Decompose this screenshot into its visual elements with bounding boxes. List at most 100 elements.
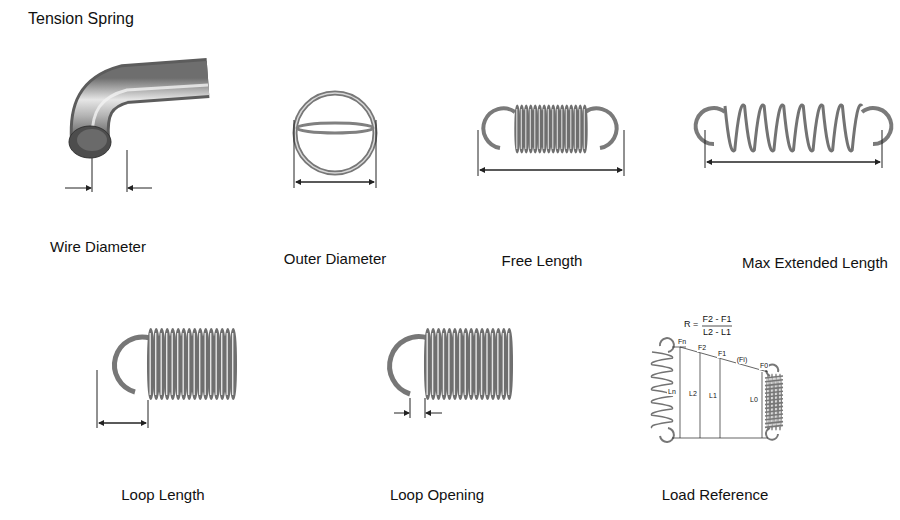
caption-label: Outer Diameter xyxy=(284,251,387,268)
coil-windings xyxy=(475,333,476,395)
caption-label: Max Extended Length xyxy=(742,255,888,272)
coil-windings xyxy=(165,330,169,398)
diagram-label: L1 xyxy=(708,392,718,400)
coil-windings xyxy=(481,333,482,395)
coil-windings xyxy=(442,330,445,398)
coil-windings xyxy=(231,330,235,398)
coil-windings xyxy=(154,330,158,398)
coil-windings xyxy=(765,395,783,397)
coil-windings xyxy=(530,109,531,149)
coil-windings xyxy=(508,330,511,398)
coil-windings xyxy=(765,410,783,412)
coil-windings xyxy=(204,333,205,395)
coil-windings xyxy=(520,106,523,152)
coil-windings xyxy=(539,109,540,149)
diagram-label: L2 xyxy=(688,390,698,398)
diagram-label: Fn xyxy=(677,338,687,346)
diagram-label: F2 - F1 xyxy=(701,315,732,325)
coil-windings xyxy=(454,333,455,395)
coil-windings xyxy=(543,109,544,149)
diagram-label: F0 xyxy=(759,362,769,370)
coil-windings xyxy=(497,330,500,398)
coil-windings xyxy=(204,330,208,398)
coil-windings xyxy=(431,330,434,398)
coil-windings xyxy=(765,380,783,382)
coil-windings xyxy=(149,333,150,395)
coil-windings xyxy=(182,333,183,395)
coil-windings xyxy=(583,106,586,152)
coil-windings xyxy=(529,106,532,152)
coil-windings xyxy=(566,109,567,149)
coil-windings xyxy=(215,330,219,398)
caption-label: Wire Diameter xyxy=(50,239,146,256)
coil-windings xyxy=(765,418,783,420)
coil-windings xyxy=(210,333,211,395)
coil-windings xyxy=(765,406,783,408)
coil-windings xyxy=(497,333,498,395)
coil-windings xyxy=(765,414,783,416)
coil-windings xyxy=(193,330,197,398)
coil-windings xyxy=(771,374,774,430)
coil-windings xyxy=(469,330,472,398)
coil-windings xyxy=(561,109,562,149)
coil-windings xyxy=(534,106,537,152)
coil-windings xyxy=(209,330,213,398)
coil-windings xyxy=(765,403,783,405)
coil-windings xyxy=(160,333,161,395)
coil-windings xyxy=(187,330,191,398)
coil-windings xyxy=(464,330,467,398)
coil-windings xyxy=(548,109,549,149)
coil-windings xyxy=(226,333,227,395)
coil-windings xyxy=(155,333,156,395)
coil-windings xyxy=(432,333,433,395)
coil-windings xyxy=(765,422,783,424)
coil-windings xyxy=(491,330,494,398)
diagram-label: F1 xyxy=(717,350,727,358)
coil-windings xyxy=(557,109,558,149)
caption-label: Tension Spring xyxy=(28,10,134,28)
coil-windings xyxy=(193,333,194,395)
coil-windings xyxy=(448,330,451,398)
coil-windings xyxy=(525,109,526,149)
coil-windings xyxy=(584,109,585,149)
caption-label: Free Length xyxy=(502,253,583,270)
coil-windings xyxy=(198,330,202,398)
coil-windings xyxy=(470,333,471,395)
coil-windings xyxy=(232,333,233,395)
coil-windings xyxy=(561,106,564,152)
coil-windings xyxy=(552,109,553,149)
coil-windings xyxy=(177,333,178,395)
coil-windings xyxy=(437,330,440,398)
coil-windings xyxy=(199,333,200,395)
coil-windings xyxy=(570,109,571,149)
coil-windings xyxy=(516,106,519,152)
coil-windings xyxy=(171,333,172,395)
coil-windings xyxy=(765,399,783,401)
caption-label: Loop Length xyxy=(121,487,204,504)
coil-windings xyxy=(480,330,483,398)
coil-windings xyxy=(502,330,505,398)
coil-windings xyxy=(765,376,783,378)
coil-windings xyxy=(226,330,230,398)
coil-windings xyxy=(575,109,576,149)
coil-windings xyxy=(565,106,568,152)
coil-windings xyxy=(188,333,189,395)
caption-label: Loop Opening xyxy=(390,487,484,504)
coil-windings xyxy=(160,330,164,398)
coil-windings xyxy=(574,106,577,152)
coil-windings xyxy=(486,333,487,395)
coil-windings xyxy=(465,333,466,395)
coil-windings xyxy=(171,330,175,398)
coil-windings xyxy=(521,109,522,149)
caption-label: Load Reference xyxy=(662,487,769,504)
coil-windings xyxy=(552,106,555,152)
coil-windings xyxy=(448,333,449,395)
coil-windings xyxy=(459,330,462,398)
coil-windings xyxy=(486,330,489,398)
coil-windings xyxy=(765,425,783,427)
coil-windings xyxy=(182,330,186,398)
coil-windings xyxy=(220,330,224,398)
coil-windings xyxy=(426,330,429,398)
coil-windings xyxy=(547,106,550,152)
coil-windings xyxy=(765,384,783,386)
